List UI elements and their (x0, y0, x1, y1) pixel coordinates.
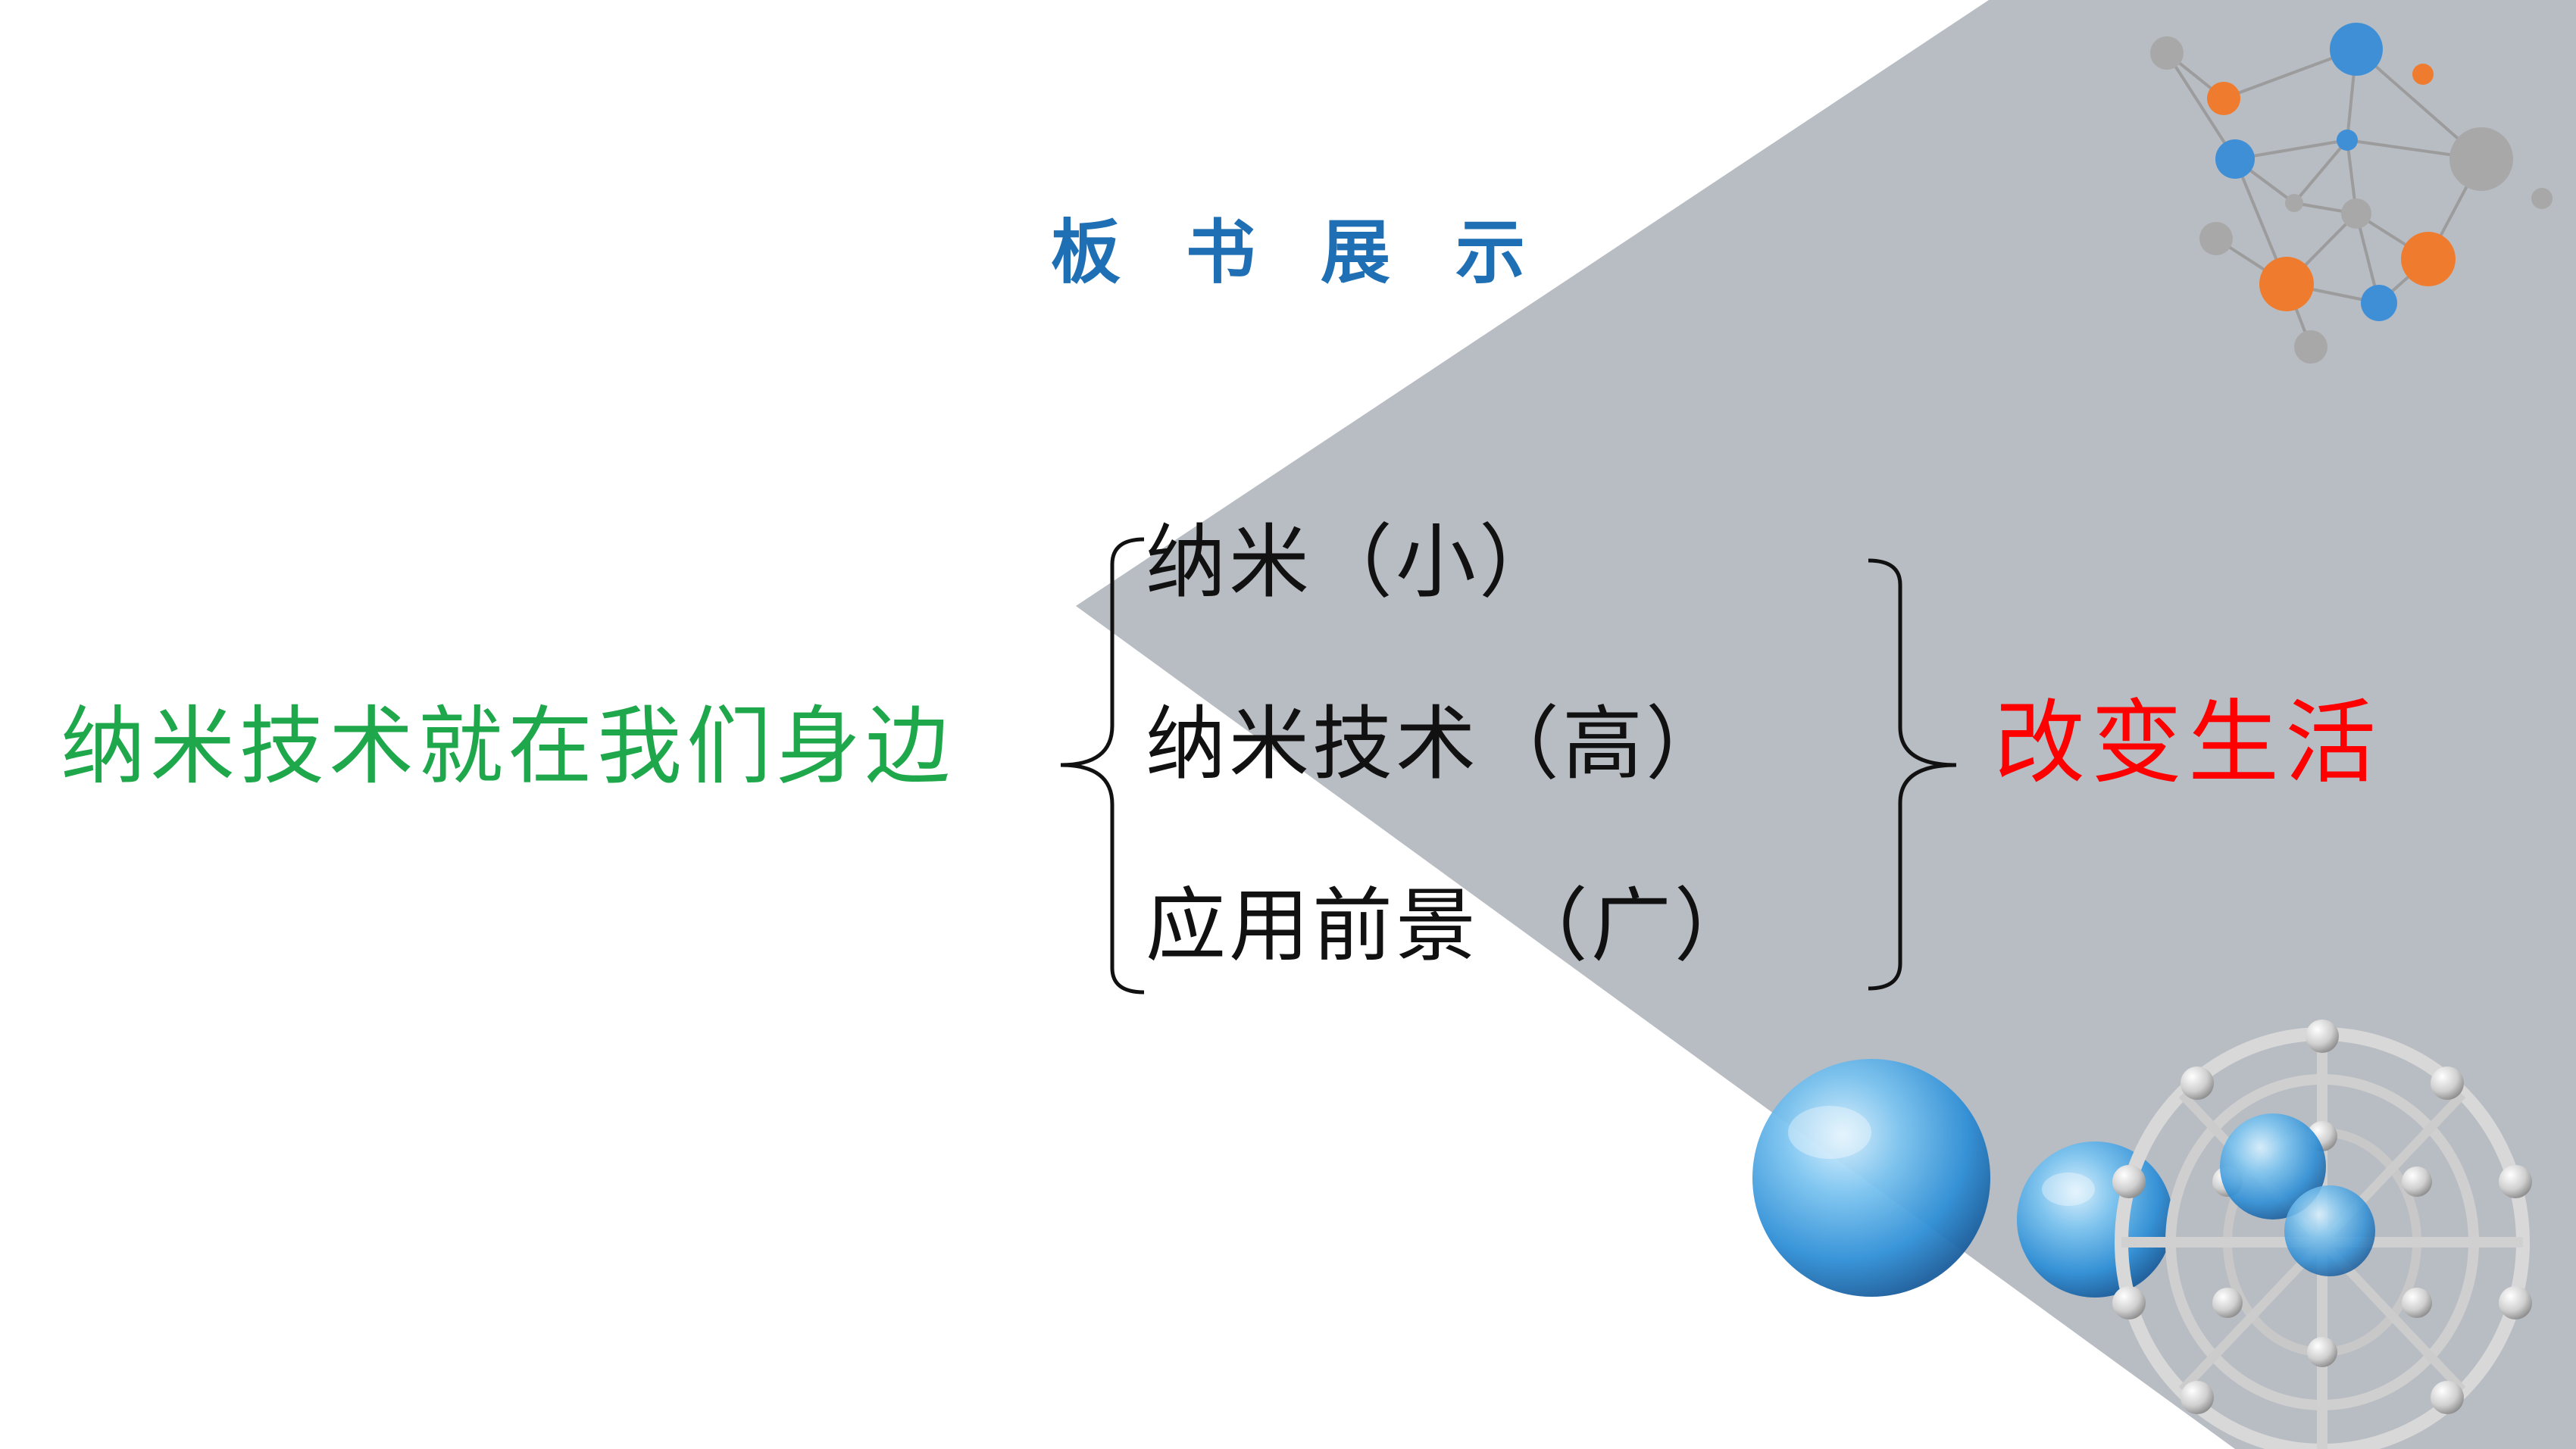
main-topic: 纳米技术就在我们身边 (61, 698, 955, 796)
branch-item-high: 纳米技术（高） (1146, 698, 1729, 791)
branch-item-wide: 应用前景 （广） (1146, 879, 1758, 973)
branch-item-small: 纳米（小） (1146, 516, 1562, 609)
conclusion: 改变生活 (1994, 691, 2382, 796)
slide-title: 板书展示 (1050, 212, 1590, 293)
fullerene-molecule-icon (2112, 1020, 2532, 1449)
network-nodes (2150, 23, 2553, 364)
